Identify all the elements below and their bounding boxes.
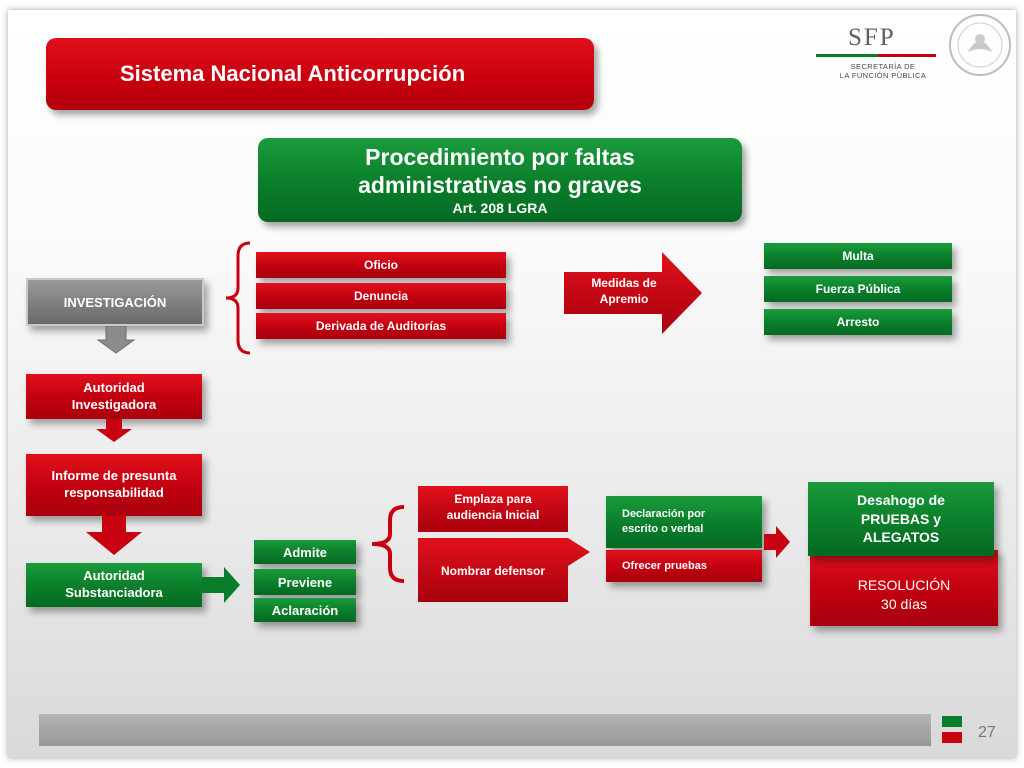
informe-box: Informe de presunta responsabilidad: [26, 454, 202, 516]
resolucion-box: RESOLUCIÓN 30 días: [810, 550, 998, 626]
red-right-arrow-icon: [764, 526, 790, 558]
outcome-aclaracion: Aclaración: [254, 598, 356, 622]
red-down-arrow-icon: [96, 419, 132, 442]
flag-red-icon: [942, 732, 962, 743]
medidas-arrow-shape: [564, 252, 702, 334]
sfp-logo-abbr: SFP: [848, 24, 896, 51]
investigacion-box: INVESTIGACIÓN: [26, 278, 204, 326]
logo-line-2: LA FUNCIÓN PÚBLICA: [839, 71, 927, 81]
outcome-previene: Previene: [254, 569, 356, 595]
slide-title: Sistema Nacional Anticorrupción: [46, 38, 594, 110]
logo-red-line: [878, 54, 936, 57]
procedure-title-line-2: administrativas no graves: [358, 172, 642, 199]
investigacion-label: INVESTIGACIÓN: [63, 294, 167, 310]
medida-fuerza-publica: Fuerza Pública: [764, 276, 952, 302]
emplaza-label: Emplaza para audiencia Inicial: [446, 492, 540, 522]
outcome-admite: Admite: [254, 540, 356, 564]
origins-bracket-icon: [225, 241, 251, 355]
logo-green-line: [816, 54, 878, 57]
slide-title-text: Sistema Nacional Anticorrupción: [120, 61, 466, 86]
autoridad-substanciadora-box: Autoridad Substanciadora: [26, 563, 202, 607]
origin-auditorias: Derivada de Auditorías: [256, 313, 506, 339]
autoridad-investigadora-box: Autoridad Investigadora: [26, 374, 202, 419]
medidas-label: Medidas de Apremio: [591, 276, 657, 306]
green-right-arrow-icon: [202, 567, 240, 603]
logo-line-1: SECRETARÍA DE: [850, 62, 916, 71]
footer-bar: [39, 714, 931, 746]
desahogo-box: Desahogo de PRUEBAS y ALEGATOS: [808, 482, 994, 556]
nombrar-defensor-label: Nombrar defensor: [440, 564, 546, 578]
procedure-header: Procedimiento por faltas administrativas…: [258, 138, 742, 222]
origin-denuncia: Denuncia: [256, 283, 506, 309]
emplaza-arrow-shape: [418, 486, 590, 602]
procedure-title-line-1: Procedimiento por faltas: [365, 144, 635, 171]
sfp-logo-name: SECRETARÍA DE LA FUNCIÓN PÚBLICA: [828, 62, 938, 81]
page-number: 27: [978, 724, 996, 741]
flag-green-icon: [942, 716, 962, 727]
gray-down-arrow-icon: [96, 326, 136, 354]
medida-arresto: Arresto: [764, 309, 952, 335]
procedure-article: Art. 208 LGRA: [452, 199, 548, 216]
origin-oficio: Oficio: [256, 252, 506, 278]
declaracion-box: Declaración por escrito o verbal: [606, 496, 762, 548]
coat-of-arms-seal-icon: [949, 14, 1011, 76]
ofrecer-pruebas-box: Ofrecer pruebas: [606, 550, 762, 582]
medida-multa: Multa: [764, 243, 952, 269]
red-large-down-arrow-icon: [86, 516, 142, 555]
slide: Sistema Nacional Anticorrupción SFP SECR…: [8, 10, 1016, 758]
admite-brace-icon: [371, 505, 405, 583]
